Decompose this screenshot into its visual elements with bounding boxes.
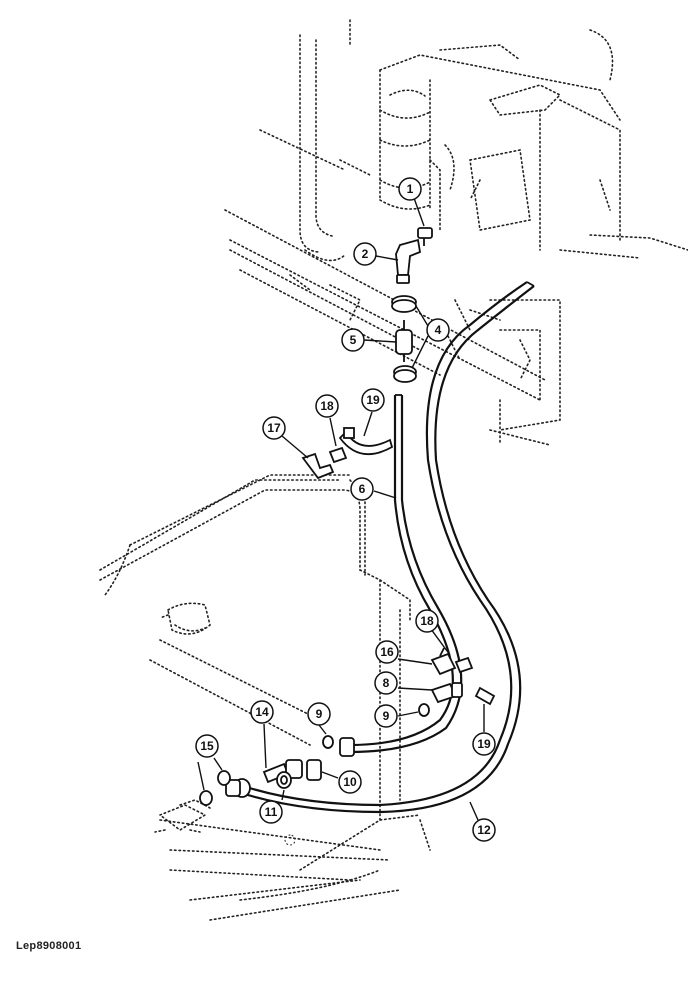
callout-12: 12 [472,818,496,842]
callout-6: 6 [350,477,374,501]
part-18-bolt-lower [454,656,474,674]
part-1-fitting [417,227,433,246]
svg-text:18: 18 [420,614,434,628]
svg-text:6: 6 [359,482,366,496]
svg-text:16: 16 [380,645,394,659]
callout-19-upper: 19 [361,388,385,412]
svg-text:5: 5 [350,333,357,347]
callout-14: 14 [250,700,274,724]
callout-8: 8 [374,671,398,695]
callout-4: 4 [426,318,450,342]
callout-17: 17 [262,416,286,440]
svg-text:10: 10 [343,775,357,789]
part-15-washer-upper [217,770,231,786]
svg-text:8: 8 [383,676,390,690]
part-8-bolt [430,682,463,704]
hose-12-end-fitting [225,778,251,798]
callout-2: 2 [353,242,377,266]
callout-18-lower: 18 [415,609,439,633]
callout-9-left: 9 [307,702,331,726]
callout-18-upper: 18 [315,394,339,418]
callout-1: 1 [398,177,422,201]
part-19-clip-lower [474,686,496,706]
svg-text:4: 4 [435,323,442,337]
callout-10: 10 [338,770,362,794]
part-10-adapter [306,759,322,781]
part-19-clip-upper [338,427,394,456]
svg-text:9: 9 [383,709,390,723]
callout-5: 5 [341,328,365,352]
hose-6-end-fitting [339,737,355,757]
callout-15: 15 [195,734,219,758]
callout-19-lower: 19 [472,732,496,756]
svg-text:18: 18 [320,399,334,413]
callout-16: 16 [375,640,399,664]
part-16-bracket [430,647,457,676]
hose-12 [237,281,535,814]
callout-9-right: 9 [374,704,398,728]
svg-text:12: 12 [477,823,491,837]
part-14-bolt [262,759,303,784]
svg-text:17: 17 [267,421,281,435]
svg-text:15: 15 [200,739,214,753]
part-5-filter [395,320,413,362]
svg-text:11: 11 [265,805,278,819]
part-15-washer-lower [199,790,213,806]
part-4-clamp-upper [391,295,417,313]
part-9-washer-right [418,703,430,717]
svg-text:9: 9 [316,707,323,721]
part-11-nut [276,771,292,789]
svg-text:19: 19 [477,737,491,751]
part-9-washer-left [322,735,334,749]
part-18-bolt-upper [328,446,348,464]
svg-text:1: 1 [407,182,414,196]
part-2-elbow [395,238,422,284]
drawing-reference-code: Lep8908001 [16,940,82,952]
svg-text:2: 2 [362,247,369,261]
part-17-bracket [301,452,335,480]
svg-text:14: 14 [255,705,269,719]
callout-11: 11 [259,800,283,824]
svg-text:19: 19 [366,393,380,407]
part-4-clamp-lower [393,365,417,383]
leader-lines [197,197,485,821]
